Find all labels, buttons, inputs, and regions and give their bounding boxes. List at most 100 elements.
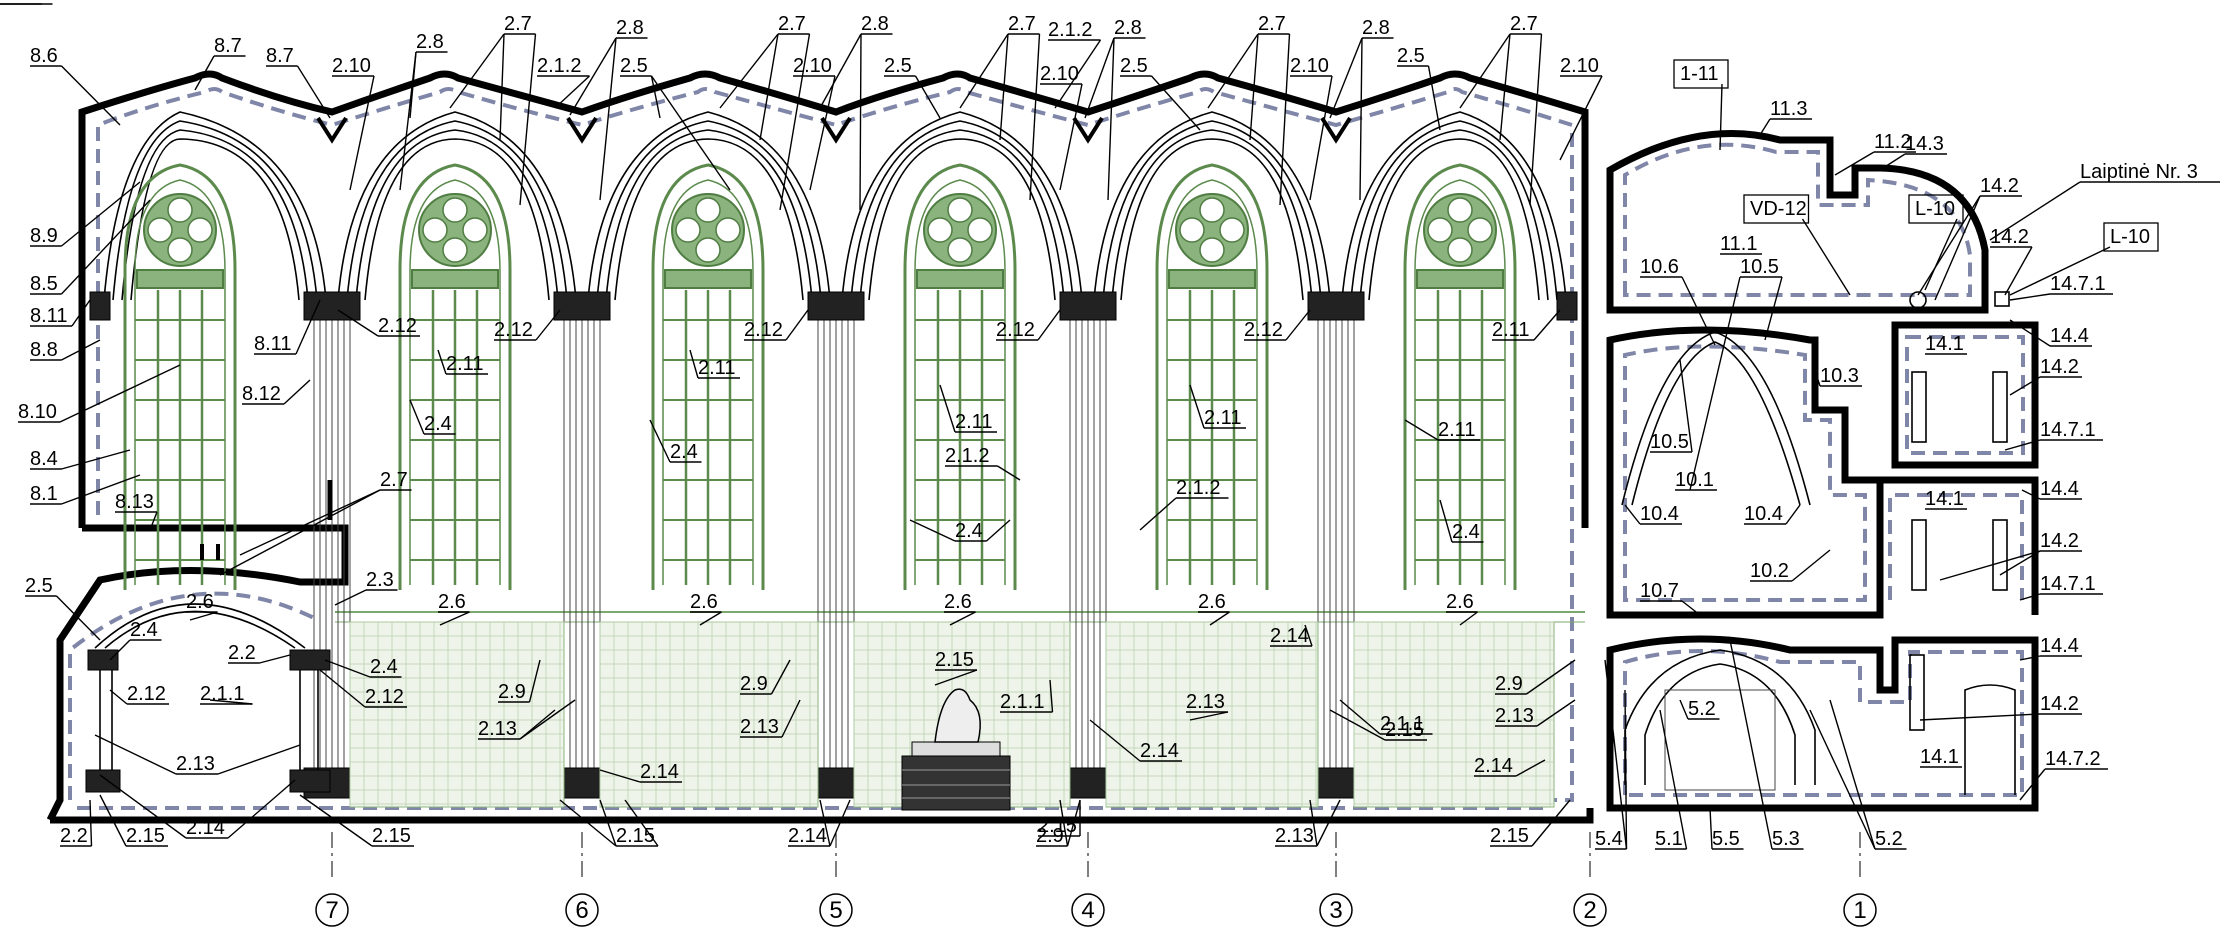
label-text: 2.13: [176, 753, 215, 775]
leader-line: [599, 37, 617, 201]
leader-line: [1066, 799, 1081, 847]
leader-line: [909, 519, 956, 542]
callout-label: 2.9: [1495, 659, 1576, 695]
label-text: 14.1: [1920, 746, 1959, 768]
window-tracery: [1168, 193, 1256, 289]
leader-line: [61, 339, 101, 361]
callout-label: 2.2: [228, 642, 291, 664]
leader-line: [1279, 33, 1291, 206]
leader-line: [1917, 195, 1981, 296]
callout-label: 2.9: [498, 659, 541, 703]
leader-line: [1059, 83, 1083, 191]
callout-label: 2.7: [959, 13, 1041, 201]
leader-line: [1207, 33, 1259, 109]
leader-line: [449, 33, 505, 109]
label-text: 14.2: [1980, 175, 2019, 197]
leader-line: [1659, 709, 1688, 850]
callout-label: 10.4: [1624, 503, 1682, 525]
callout-label: 14.2: [1919, 693, 2082, 721]
callout-label: 8.4: [30, 448, 131, 470]
callout-label: 10.5: [1689, 256, 1783, 491]
leader-line: [1934, 195, 1981, 301]
leader-line: [59, 364, 181, 423]
leader-line: [599, 769, 641, 783]
label-text: 2.1.2: [1048, 19, 1092, 41]
callout-label: 2.15: [299, 794, 414, 847]
callout-label: 2.11: [1189, 384, 1246, 429]
leader-line: [94, 734, 177, 775]
leader-line: [559, 799, 617, 847]
axis-label: 7: [325, 897, 338, 924]
callout-label: 8.9: [30, 181, 141, 247]
leader-line: [1285, 309, 1311, 341]
leader-line: [914, 75, 941, 119]
callout-label: 11.2: [1834, 131, 1916, 176]
callout-label: 2.4: [324, 656, 402, 678]
label-text: 2.4: [670, 441, 698, 463]
leader-line: [649, 419, 671, 463]
leader-line: [1037, 309, 1061, 341]
window-frame: [651, 163, 765, 590]
leader-line: [1785, 504, 1801, 525]
callout-label: 2.4: [409, 399, 456, 435]
callout-label: 2.12: [337, 309, 420, 337]
label-text: 11.1: [1720, 233, 1757, 255]
label-text: 2.11: [698, 357, 735, 379]
callout-label: 11.1: [1720, 233, 1762, 255]
callout-label: 2.6: [438, 591, 470, 626]
label-text: 10.5: [1740, 256, 1779, 278]
label-text: 2.6: [1446, 591, 1474, 613]
leader-line: [999, 33, 1009, 141]
label-text: 5.4: [1595, 828, 1623, 850]
leader-line: [1809, 709, 1876, 850]
leader-line: [1604, 659, 1628, 850]
callout-label: 8.12: [242, 379, 311, 405]
leader-line: [819, 33, 862, 109]
label-text: 2.15: [935, 649, 974, 671]
callout-label: 2.6: [1198, 591, 1230, 626]
leader-line: [1526, 659, 1576, 695]
leader-line: [1309, 799, 1318, 847]
callout-label: 8.10: [18, 364, 181, 423]
leader-line: [295, 299, 321, 355]
leader-line: [1624, 504, 1641, 525]
label-text: 2.2: [228, 642, 256, 664]
label-text: 2.12: [1244, 319, 1283, 341]
label-text: 2.1.1: [1000, 691, 1044, 713]
leader-line: [1329, 709, 1386, 741]
leader-line: [829, 799, 851, 847]
axis-label: 1: [1853, 897, 1866, 924]
leader-line: [809, 75, 836, 191]
label-text: 10.4: [1640, 503, 1679, 525]
label-text: 2.7: [1510, 13, 1538, 35]
callout-label: 2.15: [559, 799, 659, 847]
leader-line: [259, 654, 291, 664]
vault-rib: [614, 138, 804, 301]
callout-label: 14.2: [1939, 530, 2082, 581]
callout-label: 14.1: [1920, 746, 1962, 768]
label-text: 1-11: [1680, 63, 1719, 85]
callout-label: 2.6: [690, 591, 722, 626]
leader-line: [149, 511, 158, 531]
callout-label: 2.1.2: [1139, 477, 1229, 531]
leader-line: [719, 33, 779, 109]
callout-label: 2.10: [332, 55, 375, 191]
label-text: 8.10: [18, 401, 57, 423]
label-text: 8.12: [242, 383, 281, 405]
leader-line: [1679, 699, 1689, 720]
label-text: 2.6: [186, 591, 214, 613]
leader-line: [569, 37, 617, 116]
leader-line: [1515, 759, 1546, 777]
callout-label: 2.12: [0, 0, 42, 5]
label-text: 10.6: [1640, 256, 1679, 278]
label-text: 2.9: [740, 673, 768, 695]
leader-line: [1759, 118, 1771, 136]
callout-label: 5.4: [1595, 659, 1628, 850]
leader-line: [699, 611, 722, 626]
label-text: 2.5: [884, 55, 912, 77]
leader-line: [2004, 246, 2033, 296]
callout-label: Laiptinė Nr. 3: [1989, 161, 2220, 241]
leader-line: [1439, 499, 1453, 543]
callout-label: 2.8: [569, 17, 648, 201]
callout-label: 2.13: [94, 734, 301, 775]
